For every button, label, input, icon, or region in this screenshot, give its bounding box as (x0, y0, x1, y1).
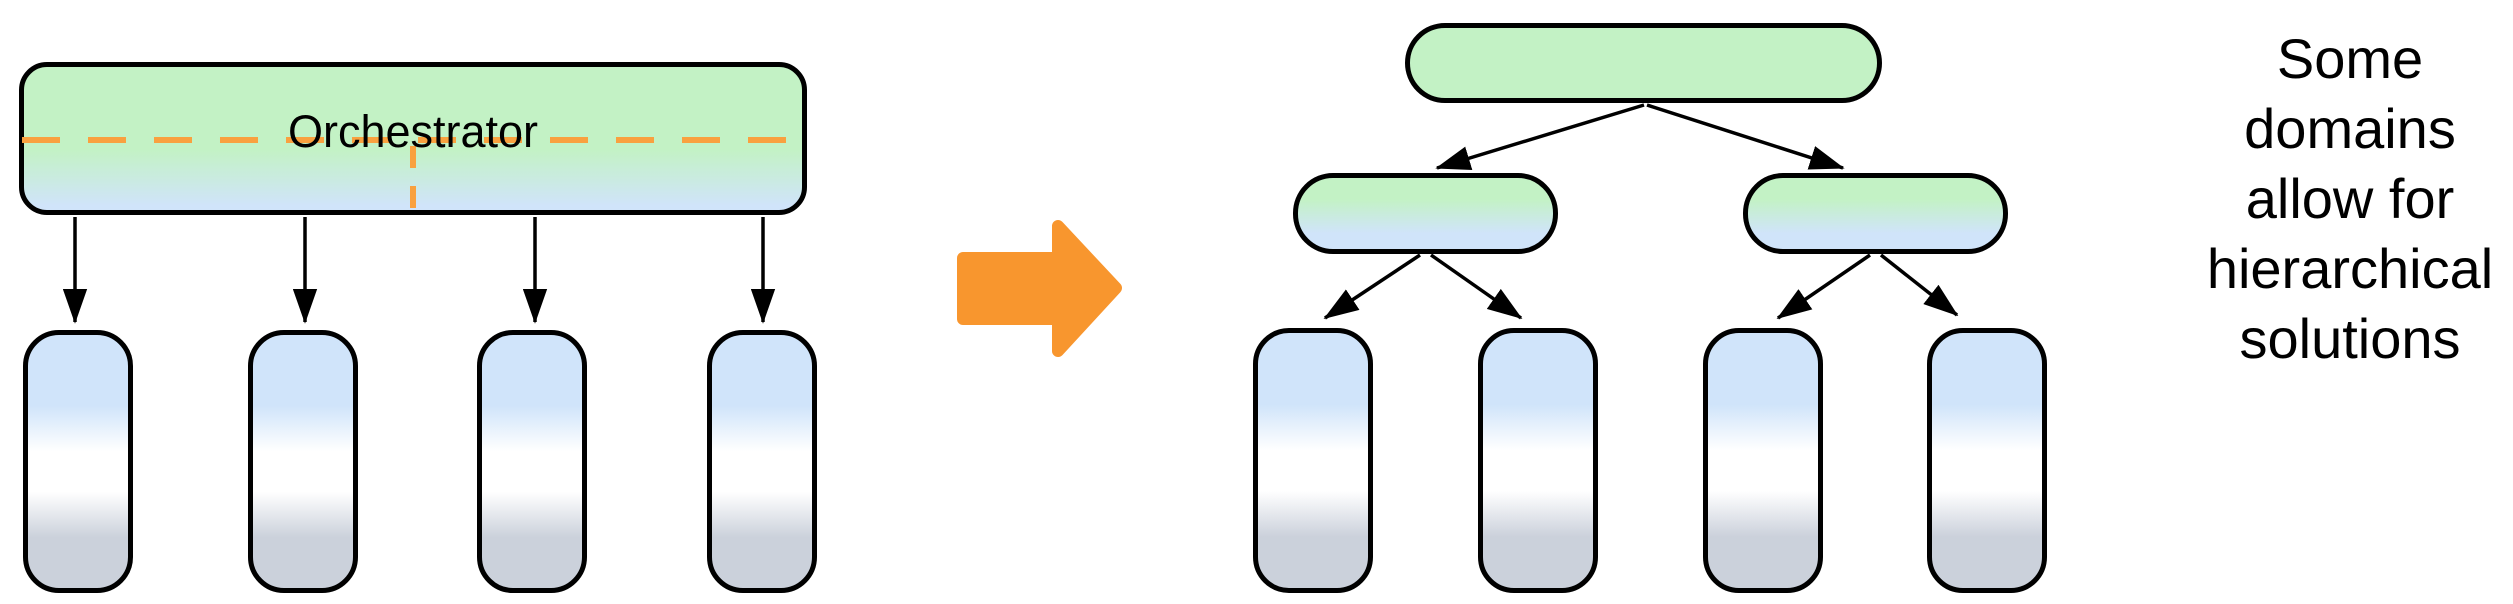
worker-node (477, 330, 587, 593)
connector-arrow (1429, 253, 1523, 320)
root-orchestrator-node (1405, 23, 1882, 103)
connector-arrow (1776, 253, 1871, 320)
worker-node (707, 330, 817, 593)
sub-orchestrator-node (1743, 173, 2008, 254)
caption-line: domains (2244, 97, 2456, 160)
caption-line: hierarchical (2206, 237, 2494, 300)
worker-node (23, 330, 133, 593)
caption-line: Some (2276, 27, 2424, 90)
worker-node (1253, 328, 1373, 593)
caption-line: solutions (2239, 307, 2461, 370)
worker-node (1478, 328, 1598, 593)
worker-node (1703, 328, 1823, 593)
connector-arrow (1323, 253, 1421, 320)
sub-orchestrator-node (1293, 173, 1558, 254)
connector-arrow (1879, 253, 1959, 317)
connector-arrow (1646, 103, 1845, 170)
caption-text: Some domains allow for hierarchical solu… (2185, 24, 2513, 374)
connector-arrow (1435, 103, 1645, 171)
worker-node (248, 330, 358, 593)
worker-node (1927, 328, 2047, 593)
orchestrator-label: Orchestrator (287, 106, 539, 157)
caption-line: allow for (2245, 167, 2455, 230)
transform-arrow-icon (957, 220, 1122, 357)
